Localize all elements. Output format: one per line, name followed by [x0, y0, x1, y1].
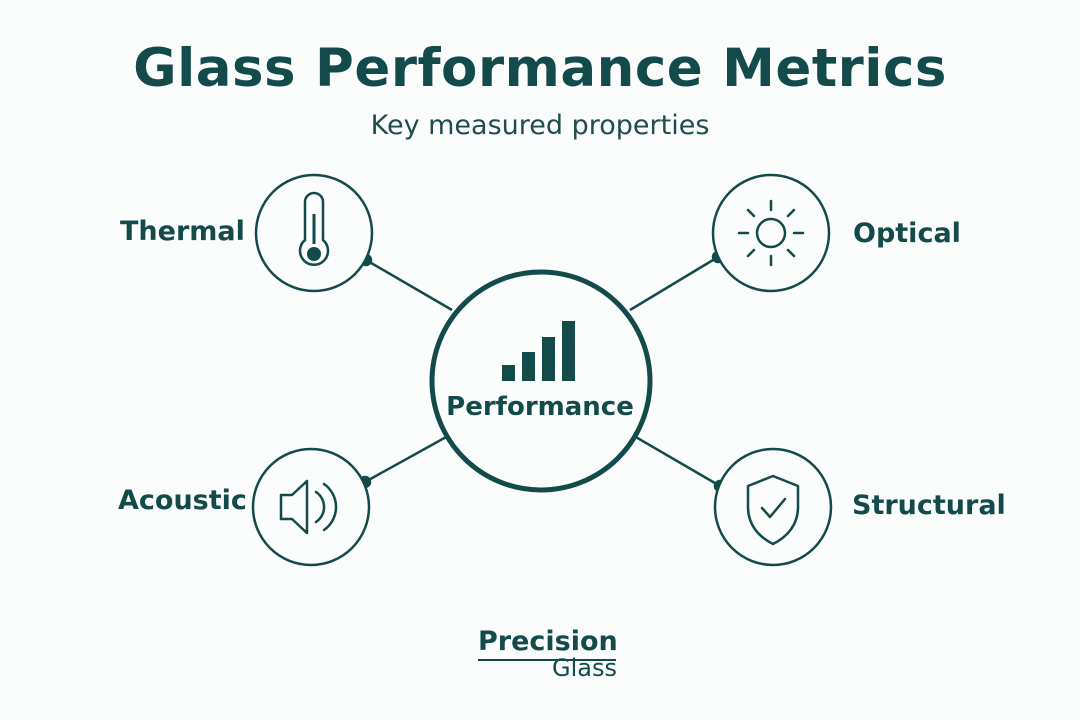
thermal-label: Thermal: [120, 216, 245, 247]
structural-node-circle: [713, 447, 833, 567]
bar-chart-icon: [502, 321, 575, 381]
shield-check-icon: [746, 474, 800, 546]
structural-label: Structural: [852, 490, 1006, 521]
brand-logo: Precision Glass: [470, 626, 620, 686]
thermometer-icon: [298, 191, 330, 266]
connector-acoustic: [364, 434, 449, 484]
acoustic-label: Acoustic: [118, 485, 247, 516]
sun-icon: [737, 199, 805, 267]
logo-line-1: Precision: [478, 626, 618, 657]
logo-line-2: Glass: [552, 654, 617, 682]
optical-label: Optical: [853, 218, 961, 249]
connector-optical: [629, 255, 719, 312]
hub-label: Performance: [446, 392, 634, 422]
page-subtitle: Key measured properties: [370, 110, 710, 141]
logo-rule: [478, 659, 616, 661]
page-title: Glass Performance Metrics: [133, 38, 947, 99]
speaker-icon: [279, 479, 338, 535]
acoustic-node-circle: [251, 447, 371, 567]
optical-node-circle: [711, 173, 831, 293]
hub-circle: [429, 269, 653, 493]
connector-thermal: [365, 258, 453, 312]
connector-structural: [633, 434, 721, 488]
